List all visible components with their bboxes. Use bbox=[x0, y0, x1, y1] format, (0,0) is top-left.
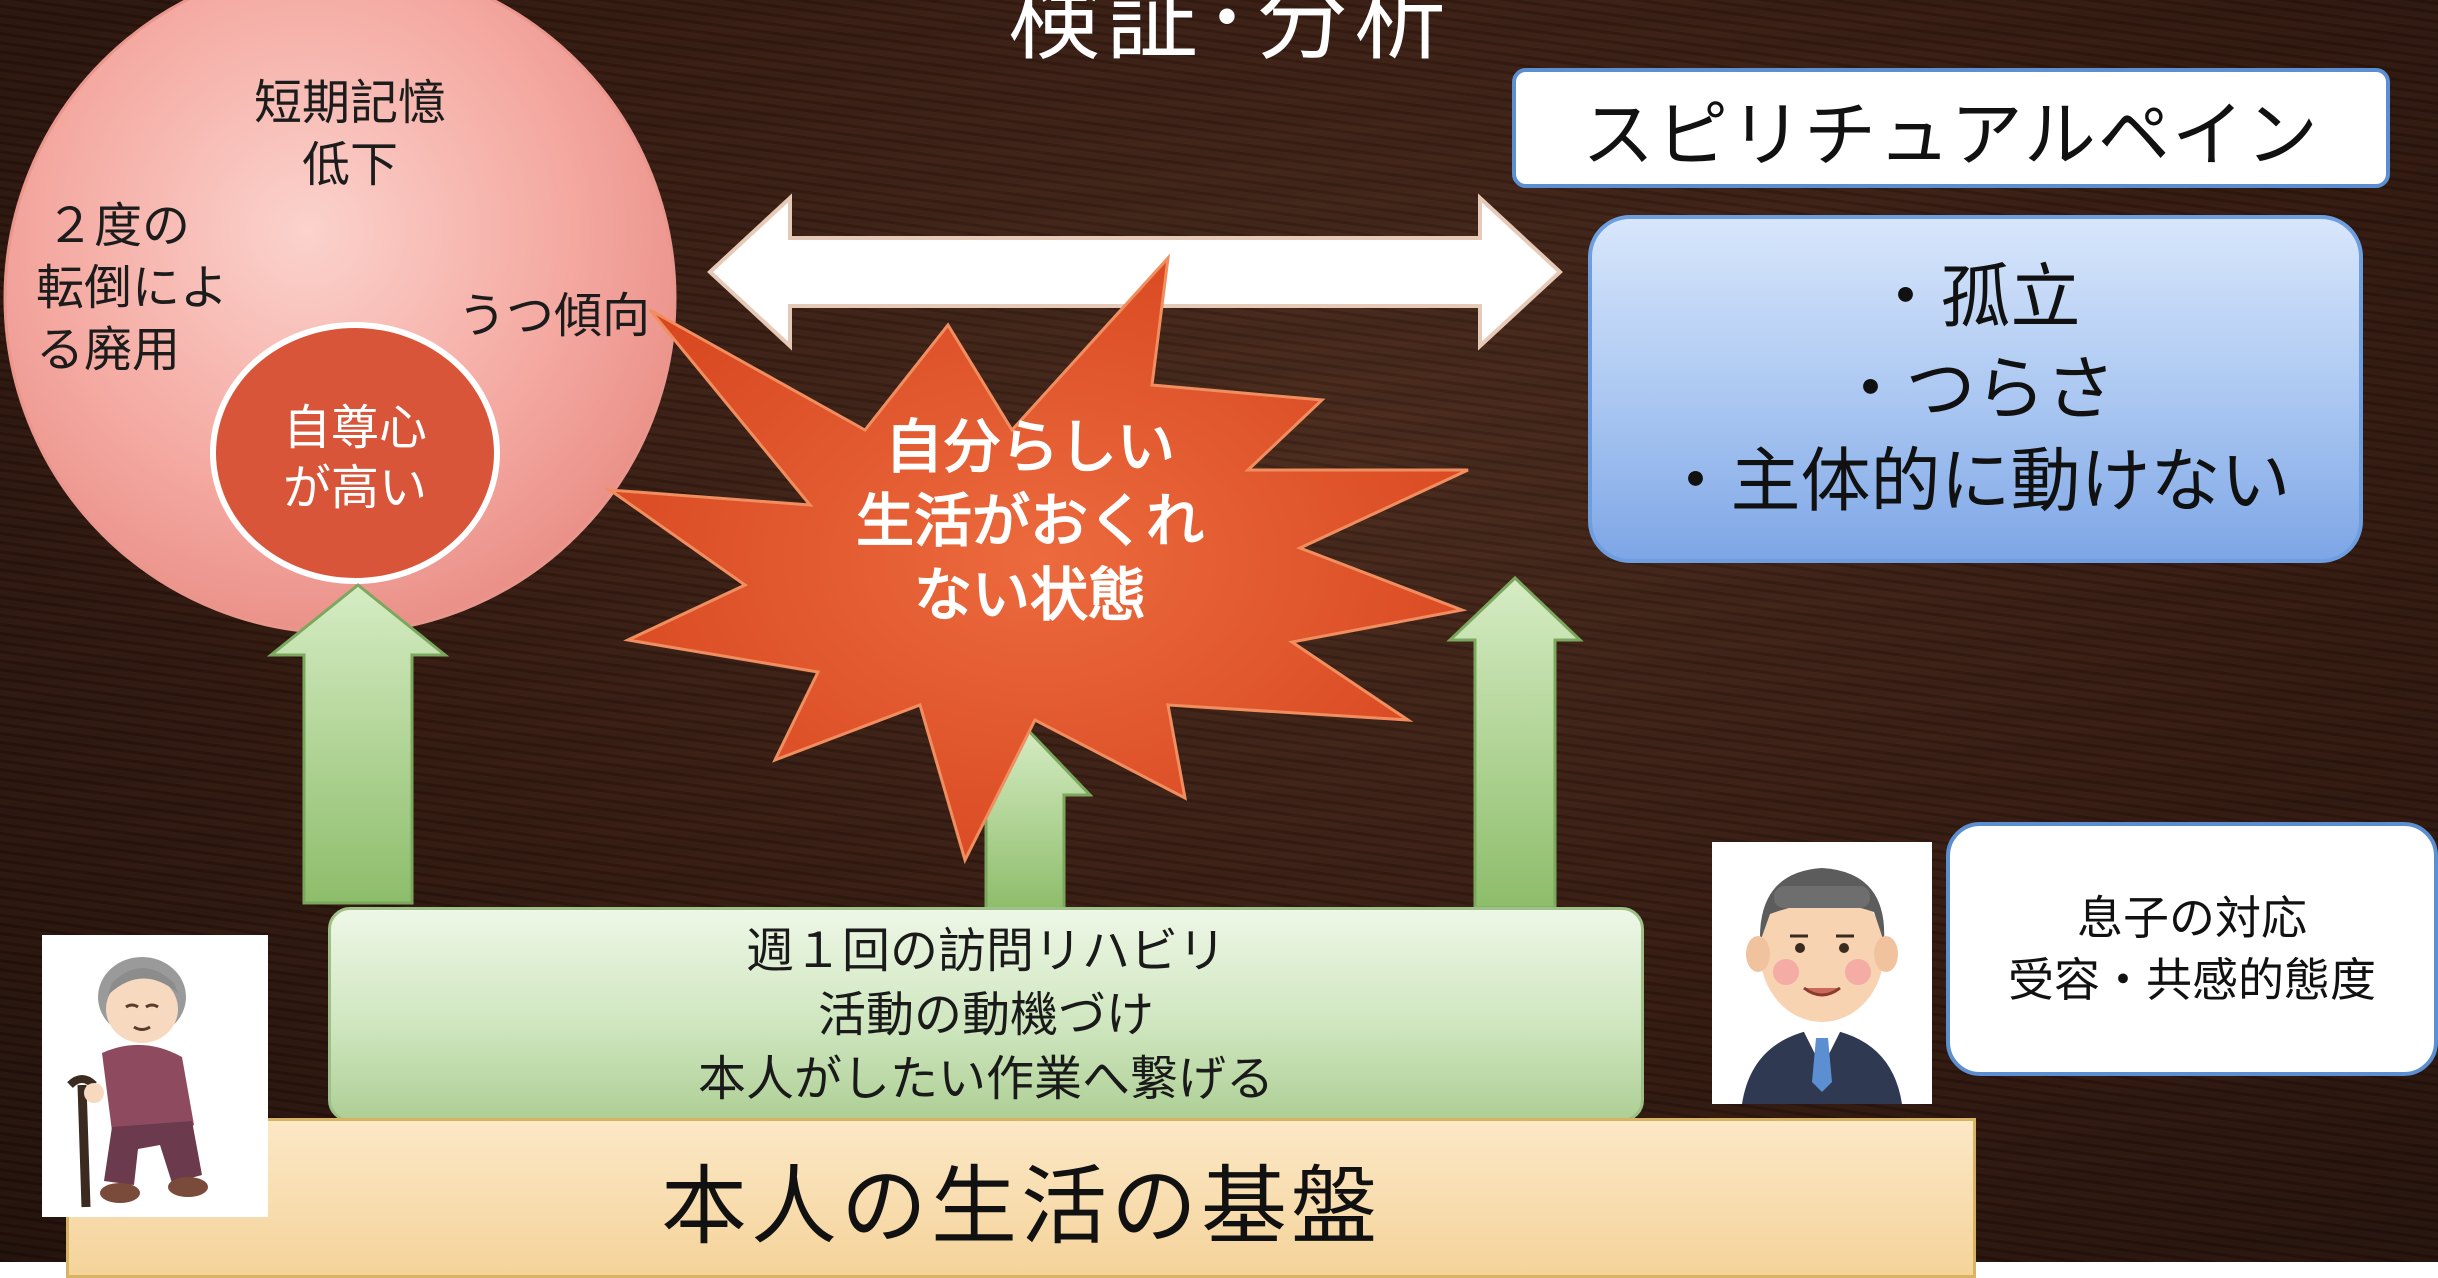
factor-text: る廃用 bbox=[36, 322, 181, 378]
spiritual-pain-label: スピリチュアルペイン bbox=[1512, 68, 2390, 188]
factor-text: 低下 bbox=[301, 137, 398, 193]
son-response-box: 息子の対応 受容・共感的態度 bbox=[1946, 822, 2438, 1076]
spiritual-pain-item: ・主体的に動けない bbox=[1660, 440, 2291, 522]
burst-line: ない状態 bbox=[913, 561, 1146, 629]
burst-label: 自分らしい 生活がおくれ ない状態 bbox=[780, 410, 1280, 632]
problem-burst bbox=[604, 253, 1469, 865]
factor-text: 短期記憶 bbox=[253, 75, 446, 131]
burst-line: 生活がおくれ bbox=[855, 487, 1204, 555]
intervention-line: 本人がしたい作業へ繋げる bbox=[697, 1050, 1274, 1107]
factor-text: ２度の bbox=[46, 198, 191, 254]
up-arrow-right bbox=[1446, 575, 1584, 910]
self-esteem-label: 自尊心 が高い bbox=[240, 398, 470, 518]
self-esteem-line: が高い bbox=[282, 460, 427, 516]
intervention-line: 週１回の訪問リハビリ bbox=[745, 922, 1226, 979]
factor-falls: ２度の 転倒によ る廃用 bbox=[36, 195, 266, 381]
spiritual-pain-items: ・孤立 ・つらさ ・主体的に動けない bbox=[1588, 215, 2363, 563]
factor-depression: うつ傾向 bbox=[458, 288, 651, 344]
son-icon bbox=[1712, 842, 1932, 1104]
self-esteem-line: 自尊心 bbox=[282, 400, 427, 456]
son-illustration bbox=[1712, 842, 1932, 1104]
intervention-line: 活動の動機づけ bbox=[817, 986, 1154, 1043]
up-arrow-left bbox=[266, 583, 450, 905]
factor-text: 転倒によ bbox=[36, 260, 229, 316]
spiritual-pain-item: ・孤立 bbox=[1870, 256, 2081, 338]
elderly-woman-icon bbox=[42, 935, 268, 1217]
self-esteem-circle bbox=[210, 322, 500, 584]
burst-line: 自分らしい bbox=[884, 413, 1175, 481]
son-line: 受容・共感的態度 bbox=[2008, 953, 2376, 1007]
son-line: 息子の対応 bbox=[2077, 891, 2307, 945]
factor-short-term-memory: 短期記憶 低下 bbox=[200, 72, 500, 196]
elderly-woman-illustration bbox=[42, 935, 268, 1217]
intervention-box: 週１回の訪問リハビリ 活動の動機づけ 本人がしたい作業へ繋げる bbox=[328, 907, 1644, 1122]
page-title: 検証･分析 bbox=[1007, 0, 1452, 73]
life-foundation: 本人の生活の基盤 bbox=[66, 1118, 1976, 1278]
double-arrow bbox=[707, 193, 1563, 351]
spiritual-pain-item: ・つらさ bbox=[1835, 348, 2116, 430]
